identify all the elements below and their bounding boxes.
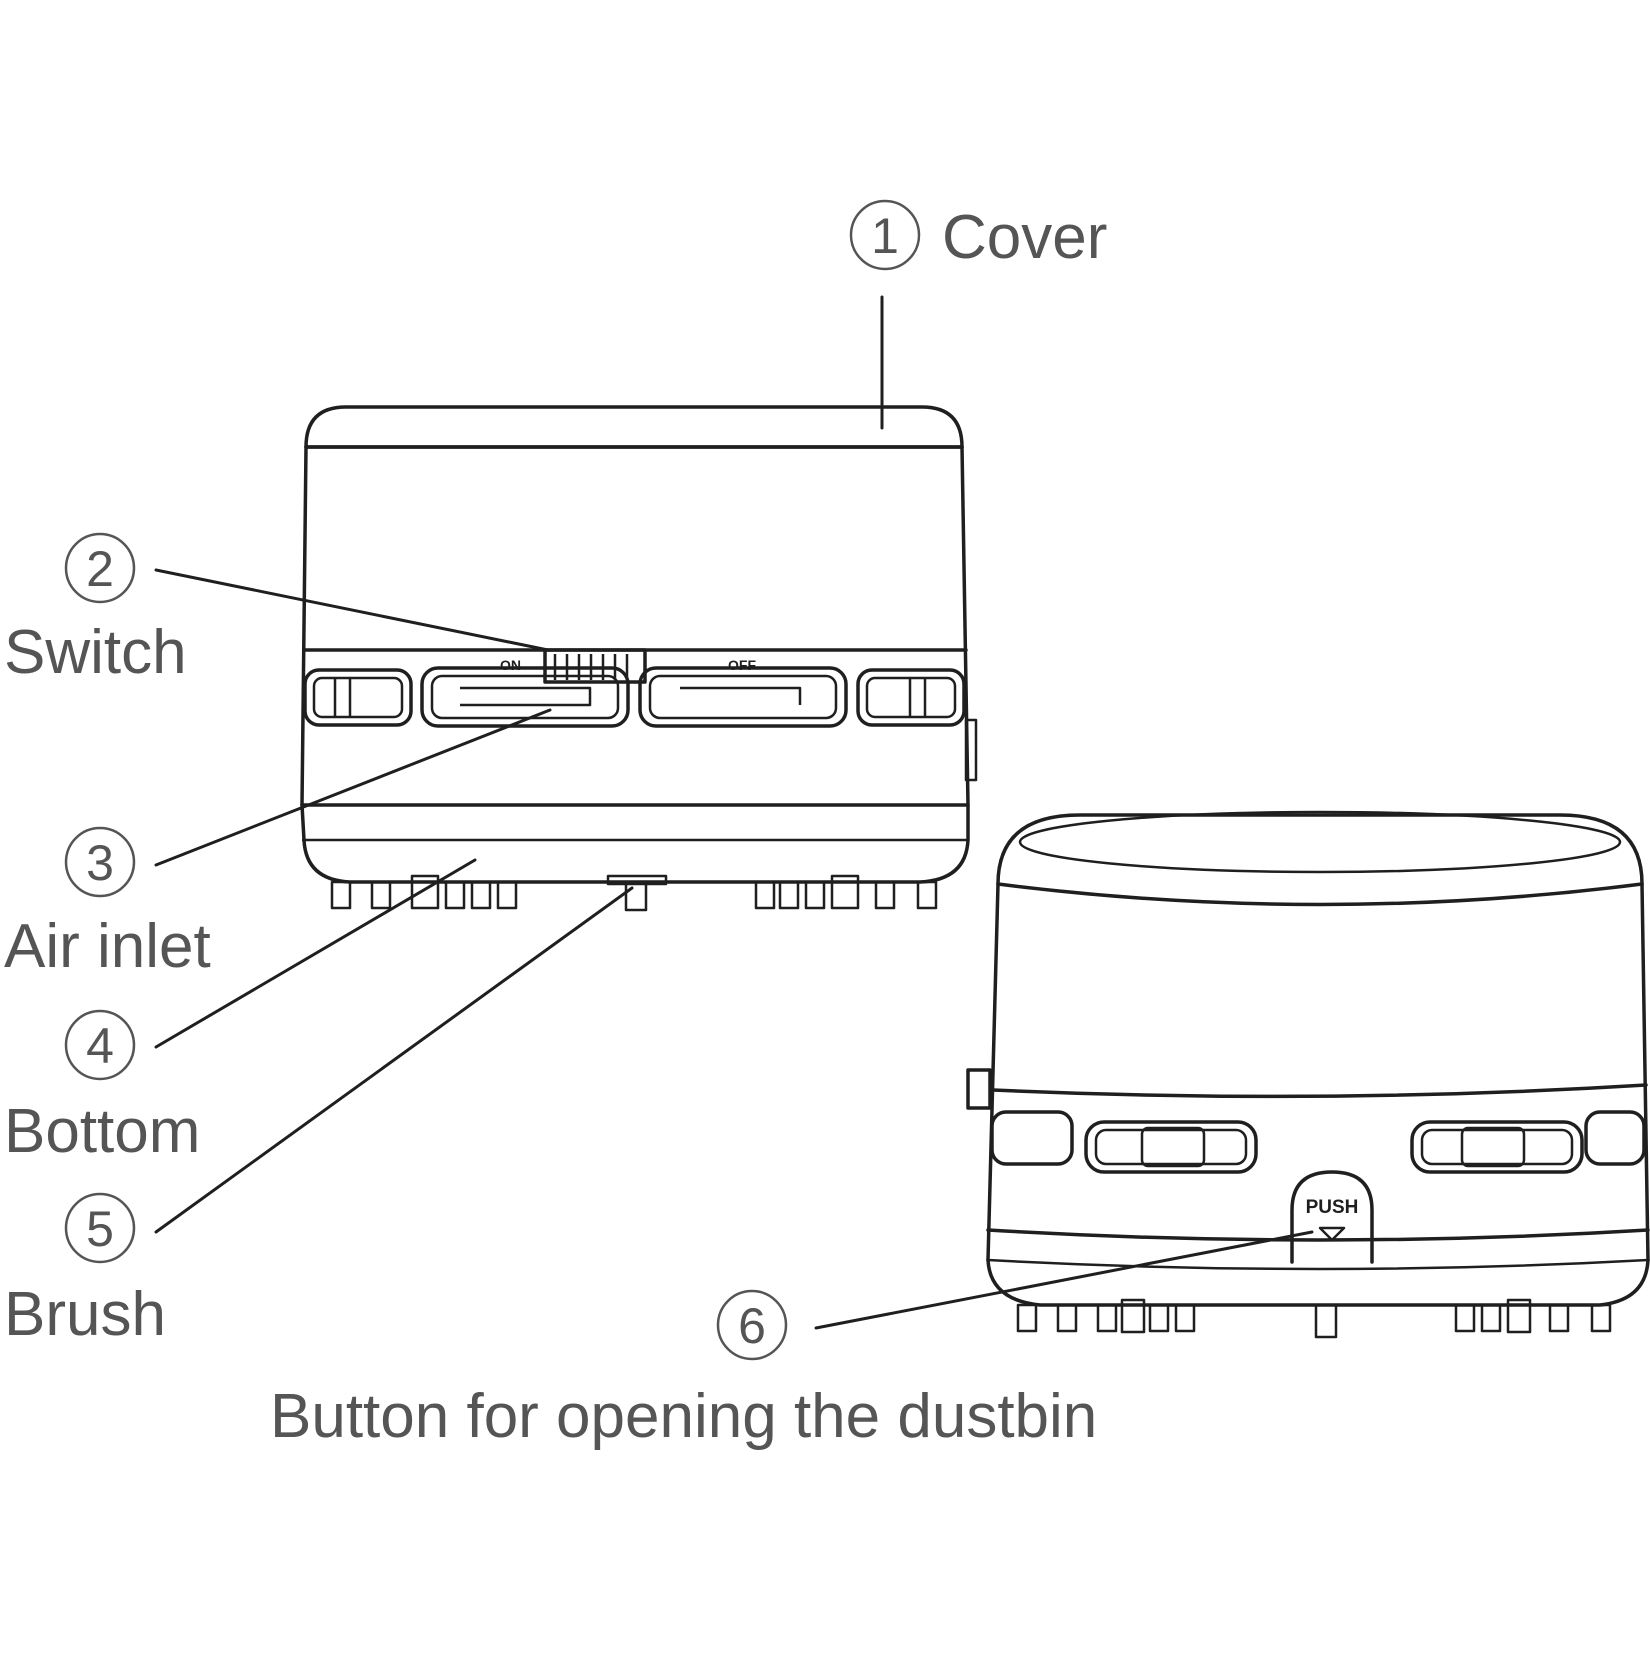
switch-off-marking: OFF	[728, 657, 756, 673]
callout-2: 2 Switch	[4, 532, 187, 687]
callout-label-switch: Switch	[4, 618, 187, 687]
switch-on-marking: ON	[500, 657, 521, 673]
leader-line-air-inlet	[154, 708, 552, 867]
callout-number-circle	[64, 1009, 136, 1081]
callout-number: 1	[871, 208, 899, 264]
callout-number: 4	[86, 1018, 114, 1074]
push-button-marking: PUSH	[1306, 1197, 1359, 1218]
callout-label-air-inlet: Air inlet	[4, 912, 211, 981]
push-arrow-icon	[1318, 1226, 1346, 1242]
callout-6: 6 Button for opening the dustbin	[270, 1289, 1097, 1451]
callout-number-circle	[64, 1192, 136, 1264]
leader-line-bottom	[154, 858, 477, 1049]
callout-3: 3 Air inlet	[4, 826, 211, 981]
callout-label-brush: Brush	[4, 1280, 166, 1349]
callout-number: 5	[86, 1201, 114, 1257]
callout-label-bottom: Bottom	[4, 1097, 200, 1166]
callout-number: 2	[86, 541, 114, 597]
leader-line-brush	[154, 886, 634, 1234]
callout-label-dustbin-button: Button for opening the dustbin	[270, 1382, 1097, 1451]
callout-1: 1 Cover	[849, 199, 1107, 272]
leader-line-dustbin-button	[814, 1230, 1314, 1330]
callout-label-cover: Cover	[942, 203, 1107, 272]
front-vacuum-illustration: ON OFF	[300, 405, 978, 912]
callout-number-circle	[849, 199, 921, 271]
callout-5: 5 Brush	[4, 1192, 166, 1349]
callout-number: 3	[86, 835, 114, 891]
callout-number-circle	[64, 532, 136, 604]
callout-number-circle	[716, 1289, 788, 1361]
callout-number-circle	[64, 826, 136, 898]
leader-lines	[154, 295, 1314, 1330]
callout-number: 6	[738, 1298, 766, 1354]
leader-line-switch	[154, 568, 550, 652]
rear-vacuum-illustration: PUSH	[966, 810, 1650, 1339]
callout-4: 4 Bottom	[4, 1009, 200, 1166]
